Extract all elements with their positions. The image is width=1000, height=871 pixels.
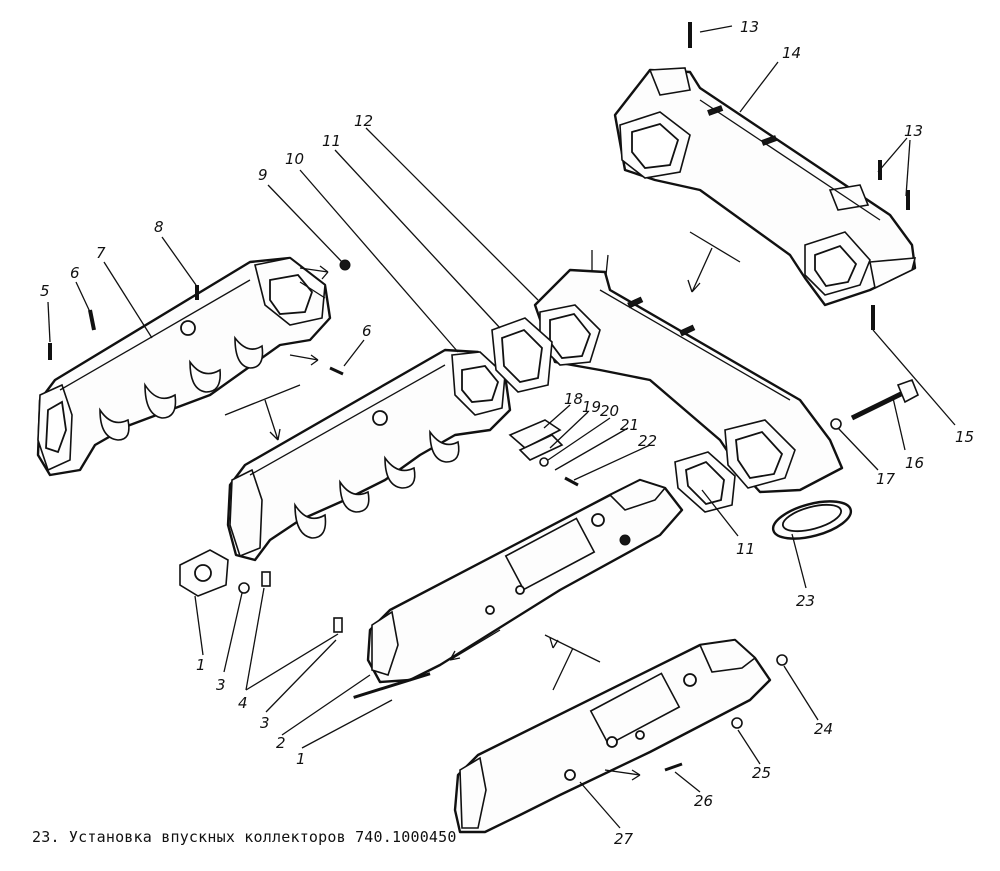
gasket-part-11-lower xyxy=(674,451,736,513)
ring-part-23 xyxy=(771,500,853,540)
callout-21: 21 xyxy=(620,416,639,434)
callout-3-lower: 3 xyxy=(260,714,270,732)
callout-1-left: 1 xyxy=(196,656,206,674)
callout-10: 10 xyxy=(285,150,304,168)
gasket-part-11-upper xyxy=(491,317,553,393)
cover-part-18 xyxy=(508,419,564,461)
callout-26: 26 xyxy=(694,792,713,810)
assembly-arrows xyxy=(224,231,741,781)
callout-11-upper: 11 xyxy=(322,132,341,150)
callout-8: 8 xyxy=(154,218,164,236)
callout-23: 23 xyxy=(796,592,815,610)
bolt-part-16 xyxy=(850,378,920,421)
manifold-part-7 xyxy=(36,256,332,477)
callout-11-lower: 11 xyxy=(736,540,755,558)
manifold-part-27 xyxy=(453,638,772,834)
callout-4: 4 xyxy=(238,694,248,712)
manifold-part-10 xyxy=(226,348,512,562)
callout-16: 16 xyxy=(905,454,924,472)
figure-caption: 23. Установка впускных коллекторов 740.1… xyxy=(32,828,457,846)
callout-18: 18 xyxy=(564,390,583,408)
gasket-part-1 xyxy=(179,549,229,597)
callout-5: 5 xyxy=(40,282,50,300)
callout-6-upper: 6 xyxy=(70,264,80,282)
callout-1-lower: 1 xyxy=(296,750,306,768)
callout-2: 2 xyxy=(276,734,286,752)
callout-leaders xyxy=(47,25,956,829)
small-fasteners xyxy=(48,22,910,772)
manifold-part-12 xyxy=(533,250,844,494)
callout-7: 7 xyxy=(96,244,106,262)
callout-20: 20 xyxy=(600,402,619,420)
callout-3-left: 3 xyxy=(216,676,226,694)
callout-6-middle: 6 xyxy=(362,322,372,340)
manifold-part-2 xyxy=(366,478,684,684)
callout-14: 14 xyxy=(782,44,801,62)
manifold-part-14 xyxy=(613,67,917,307)
callout-labels: 13 14 13 12 11 10 9 8 7 6 5 6 18 19 20 2… xyxy=(40,18,974,848)
callout-13-top: 13 xyxy=(740,18,759,36)
callout-13-right: 13 xyxy=(904,122,923,140)
callout-25: 25 xyxy=(752,764,771,782)
callout-12: 12 xyxy=(354,112,373,130)
callout-24: 24 xyxy=(814,720,833,738)
callout-19: 19 xyxy=(582,398,601,416)
callout-9: 9 xyxy=(258,166,268,184)
callout-17: 17 xyxy=(876,470,896,488)
callout-15: 15 xyxy=(955,428,974,446)
callout-22: 22 xyxy=(638,432,657,450)
callout-27: 27 xyxy=(614,830,634,848)
